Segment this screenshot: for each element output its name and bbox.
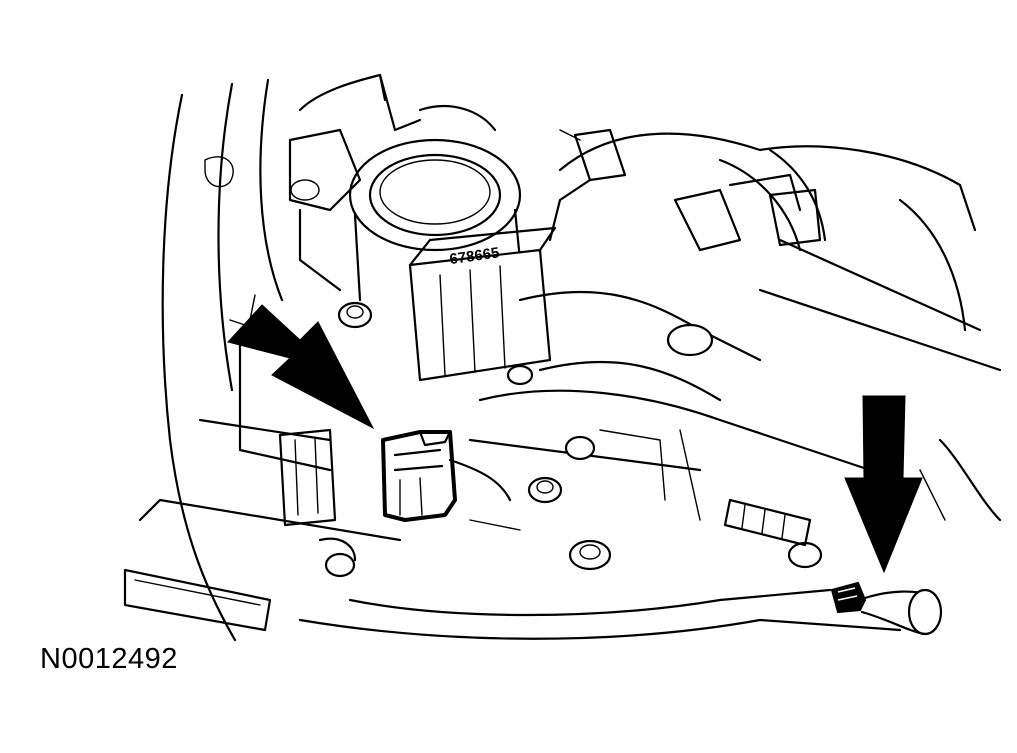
upper-housing xyxy=(558,132,1002,522)
detail-strokes xyxy=(229,129,946,531)
wiring-clip xyxy=(723,498,812,547)
figure-id-label: N0012492 xyxy=(40,643,178,675)
trim-panel-outline xyxy=(161,73,387,642)
switch-module: 678665 xyxy=(408,226,557,382)
retaining-nut xyxy=(830,581,943,636)
bolt-1 xyxy=(337,301,373,329)
bolt-7 xyxy=(506,364,534,386)
bolts xyxy=(324,301,823,578)
module-part-label: 678665 xyxy=(448,244,500,268)
bolt-6 xyxy=(787,541,823,569)
lower-left-connector xyxy=(278,428,357,562)
lower-frame xyxy=(123,338,902,640)
bolt-5 xyxy=(324,552,356,578)
bolt-3 xyxy=(564,435,596,461)
bolt-2 xyxy=(527,476,563,504)
connector-arrow xyxy=(227,304,375,430)
electrical-connector xyxy=(381,430,512,522)
upper-connectors xyxy=(548,128,822,252)
fastener-arrow xyxy=(844,395,923,574)
bolt-4 xyxy=(568,539,612,571)
upper-bracket xyxy=(288,73,497,292)
